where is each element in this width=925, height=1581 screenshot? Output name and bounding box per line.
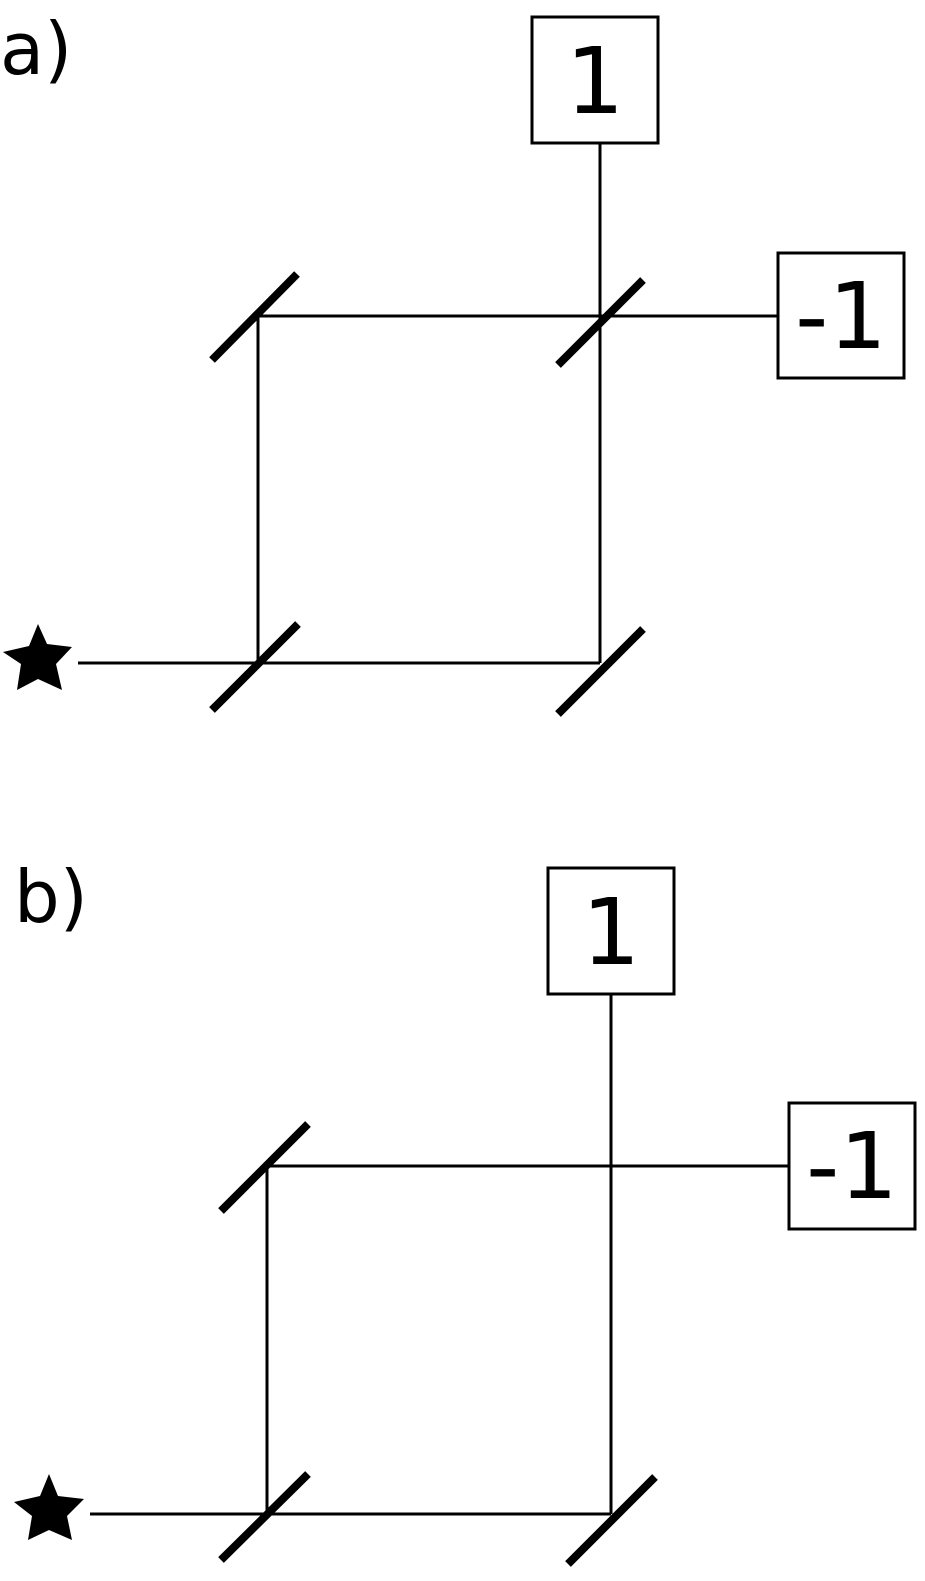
panel-b-label: b): [14, 855, 88, 939]
input-beam-splitter: [218, 1471, 311, 1563]
source-star-icon: [14, 1474, 84, 1540]
panel-a-label: a): [0, 7, 72, 91]
output-beam-splitter: [555, 277, 646, 368]
panel-a: a) 1 -1: [0, 7, 906, 717]
panel-b: b) 1 -1: [14, 855, 917, 1567]
top-left-mirror: [218, 1121, 311, 1214]
input-beam-splitter: [209, 621, 301, 713]
detector-top-label: 1: [566, 28, 625, 135]
detector-top: 1: [530, 15, 660, 145]
bottom-right-mirror: [565, 1474, 658, 1567]
source-star-icon: [3, 624, 72, 690]
bottom-right-mirror: [555, 626, 646, 717]
detector-right: -1: [787, 1101, 917, 1231]
detector-top: 1: [546, 866, 676, 996]
detector-right-label: -1: [806, 1113, 898, 1220]
detector-right-label: -1: [795, 263, 887, 370]
detector-top-label: 1: [582, 879, 641, 986]
detector-right: -1: [776, 251, 906, 380]
top-left-mirror: [209, 271, 300, 363]
